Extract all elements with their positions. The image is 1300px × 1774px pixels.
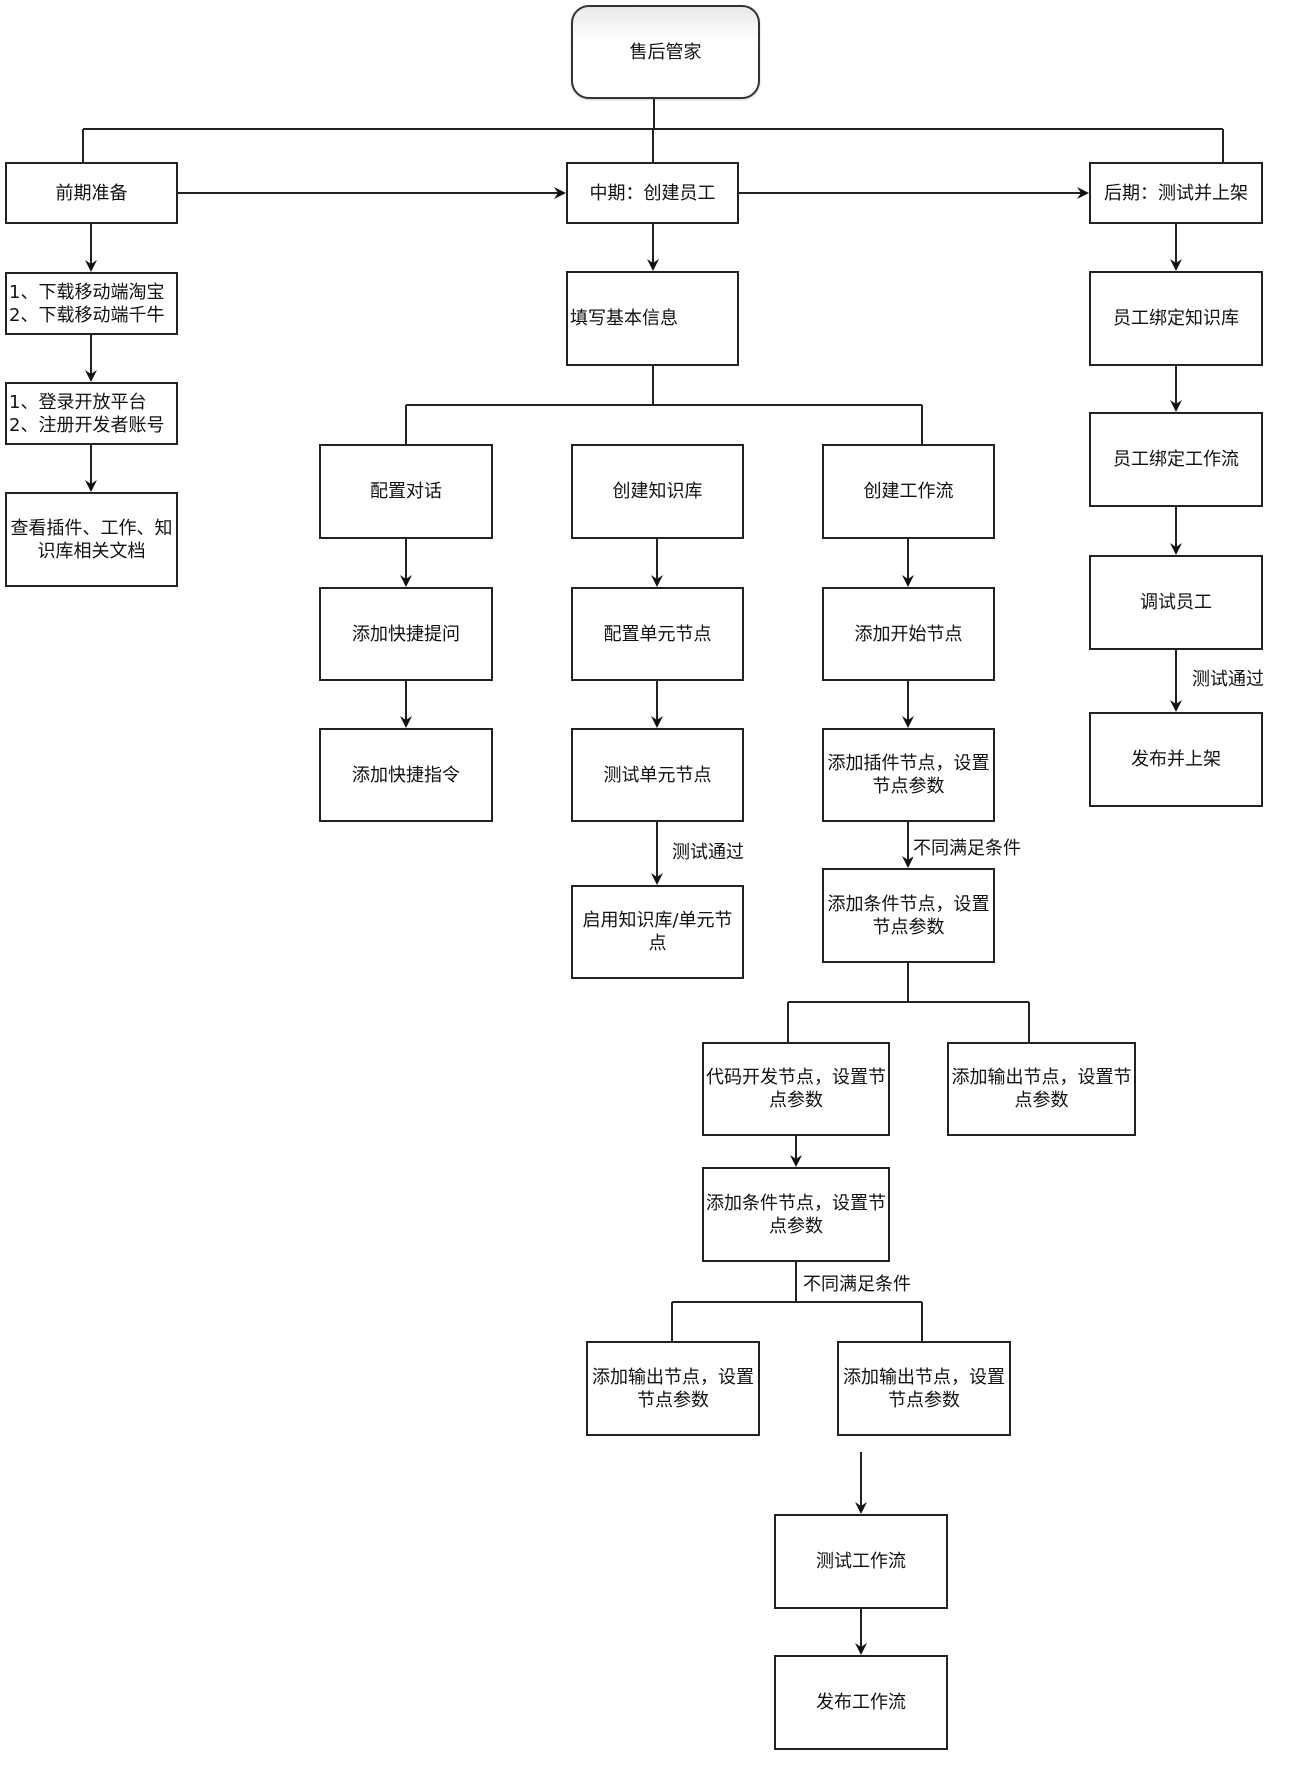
early-step-register: 1、登录开放平台 2、注册开发者账号 bbox=[5, 382, 178, 445]
code-node-label: 代码开发节点，设置节点参数 bbox=[706, 1067, 886, 1111]
create-workflow-node: 创建工作流 bbox=[822, 444, 995, 539]
root-node: 售后管家 bbox=[571, 5, 760, 99]
early-step-docs: 查看插件、工作、知识库相关文档 bbox=[5, 492, 178, 587]
condition-node-2-label: 添加条件节点，设置节点参数 bbox=[706, 1192, 886, 1237]
phase-early-node: 前期准备 bbox=[5, 162, 178, 224]
connector-root-tree bbox=[82, 99, 1224, 162]
quick-question-node: 添加快捷提问 bbox=[319, 587, 493, 681]
quick-command-label: 添加快捷指令 bbox=[352, 764, 460, 786]
early-step-register-label: 1、登录开放平台 2、注册开发者账号 bbox=[9, 391, 165, 436]
early-step-download-label: 1、下载移动端淘宝 2、下载移动端千牛 bbox=[9, 281, 165, 326]
basic-info-node: 填写基本信息 bbox=[566, 271, 739, 366]
phase-middle-label: 中期：创建员工 bbox=[589, 182, 716, 204]
create-workflow-label: 创建工作流 bbox=[863, 481, 954, 502]
publish-listing-node: 发布并上架 bbox=[1089, 712, 1263, 807]
basic-info-label: 填写基本信息 bbox=[570, 308, 678, 329]
phase-middle-node: 中期：创建员工 bbox=[566, 162, 739, 224]
plugin-node-node: 添加插件节点，设置节点参数 bbox=[822, 728, 995, 822]
kb-test-passed-label: 测试通过 bbox=[672, 842, 744, 864]
condition-node-1-label: 添加条件节点，设置节点参数 bbox=[827, 893, 990, 938]
output-node-1: 添加输出节点，设置节点参数 bbox=[947, 1042, 1136, 1136]
create-kb-label: 创建知识库 bbox=[612, 481, 703, 502]
config-unit-node: 配置单元节点 bbox=[571, 587, 744, 681]
connector-condition-2-branch bbox=[671, 1262, 923, 1341]
late-test-passed-label: 测试通过 bbox=[1192, 669, 1264, 691]
publish-workflow-label: 发布工作流 bbox=[816, 1692, 906, 1713]
start-node-label: 添加开始节点 bbox=[854, 623, 963, 645]
test-unit-node: 测试单元节点 bbox=[571, 728, 744, 822]
phase-late-node: 后期：测试并上架 bbox=[1089, 162, 1263, 224]
output-node-3: 添加输出节点，设置节点参数 bbox=[837, 1341, 1011, 1436]
output-node-1-label: 添加输出节点，设置节点参数 bbox=[951, 1067, 1132, 1111]
quick-question-label: 添加快捷提问 bbox=[352, 623, 460, 645]
early-step-download: 1、下载移动端淘宝 2、下载移动端千牛 bbox=[5, 272, 178, 335]
workflow-condition-label-1: 不同满足条件 bbox=[913, 838, 1021, 860]
test-workflow-node: 测试工作流 bbox=[774, 1514, 948, 1609]
test-unit-label: 测试单元节点 bbox=[603, 764, 712, 786]
output-node-3-label: 添加输出节点，设置节点参数 bbox=[843, 1366, 1005, 1411]
output-node-2-label: 添加输出节点，设置节点参数 bbox=[592, 1366, 754, 1411]
publish-listing-label: 发布并上架 bbox=[1131, 749, 1221, 770]
debug-employee-node: 调试员工 bbox=[1089, 555, 1263, 650]
bind-kb-node: 员工绑定知识库 bbox=[1089, 271, 1263, 366]
enable-kb-label: 启用知识库/单元节点 bbox=[582, 910, 733, 954]
output-node-2: 添加输出节点，设置节点参数 bbox=[586, 1341, 760, 1436]
debug-employee-label: 调试员工 bbox=[1140, 592, 1212, 613]
bind-workflow-node: 员工绑定工作流 bbox=[1089, 412, 1263, 507]
code-node: 代码开发节点，设置节点参数 bbox=[702, 1042, 890, 1136]
bind-kb-label: 员工绑定知识库 bbox=[1113, 308, 1239, 329]
test-workflow-label: 测试工作流 bbox=[816, 1551, 906, 1572]
plugin-node-label: 添加插件节点，设置节点参数 bbox=[827, 753, 990, 797]
early-step-docs-label: 查看插件、工作、知识库相关文档 bbox=[10, 517, 173, 562]
workflow-condition-label-2: 不同满足条件 bbox=[803, 1274, 911, 1296]
condition-node-2: 添加条件节点，设置节点参数 bbox=[702, 1167, 890, 1262]
connector-basic-branch bbox=[405, 366, 923, 444]
root-node-label: 售后管家 bbox=[629, 41, 702, 63]
condition-node-1: 添加条件节点，设置节点参数 bbox=[822, 868, 995, 963]
start-node-node: 添加开始节点 bbox=[822, 587, 995, 681]
bind-workflow-label: 员工绑定工作流 bbox=[1113, 449, 1239, 470]
config-unit-label: 配置单元节点 bbox=[603, 623, 712, 645]
quick-command-node: 添加快捷指令 bbox=[319, 728, 493, 822]
create-kb-node: 创建知识库 bbox=[571, 444, 744, 539]
config-dialog-label: 配置对话 bbox=[370, 481, 442, 502]
publish-workflow-node: 发布工作流 bbox=[774, 1655, 948, 1750]
phase-early-label: 前期准备 bbox=[55, 182, 128, 204]
config-dialog-node: 配置对话 bbox=[319, 444, 493, 539]
phase-late-label: 后期：测试并上架 bbox=[1104, 182, 1248, 204]
enable-kb-node: 启用知识库/单元节点 bbox=[571, 885, 744, 979]
connector-condition-1-branch bbox=[787, 963, 1030, 1042]
